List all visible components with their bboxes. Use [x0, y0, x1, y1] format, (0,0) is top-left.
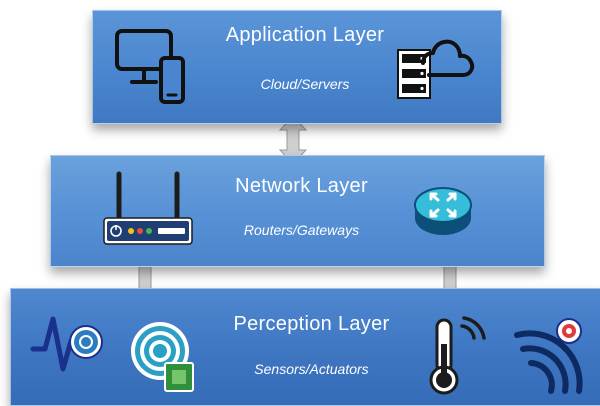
- application-layer: Application Layer Cloud/Servers: [92, 10, 502, 124]
- thermometer-icon: [429, 316, 486, 395]
- application-layer-subtitle: Cloud/Servers: [260, 76, 350, 92]
- radar-signal-icon: [514, 318, 583, 394]
- smartphone-icon: [159, 56, 185, 104]
- pulse-sensor-icon: [30, 316, 103, 372]
- proximity-sensor-icon: [131, 322, 194, 392]
- perception-layer-title: Perception Layer: [233, 313, 390, 335]
- perception-layer: Perception Layer Sensors/Actuators: [10, 288, 600, 406]
- wifi-router-icon: [103, 171, 193, 245]
- monitor-icon: [115, 29, 173, 84]
- application-layer-title: Application Layer: [225, 24, 385, 46]
- network-layer-title: Network Layer: [235, 175, 368, 197]
- network-layer: Network Layer Routers/Gateways: [50, 155, 545, 267]
- perception-layer-subtitle: Sensors/Actuators: [254, 361, 369, 377]
- network-layer-subtitle: Routers/Gateways: [243, 222, 360, 238]
- router-icon: [414, 187, 472, 235]
- cloud-icon: [421, 39, 475, 77]
